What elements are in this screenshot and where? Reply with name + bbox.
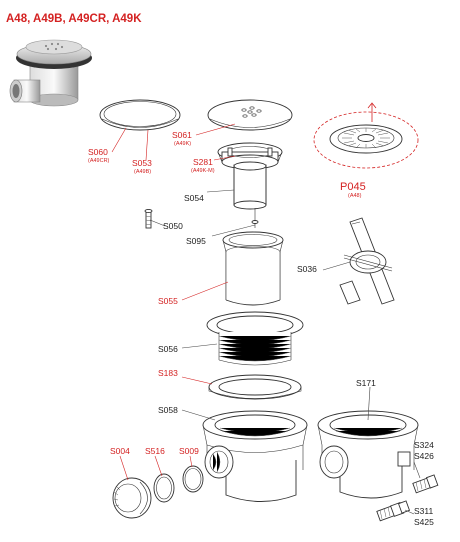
drain-body-s058 [202, 410, 308, 502]
label-s060: S060 [88, 147, 108, 157]
gasket-ring-s183 [208, 374, 302, 400]
screw-s095 [251, 208, 259, 228]
label-s053: S053 [132, 158, 152, 168]
sublabel-p045: (A48) [348, 193, 362, 199]
fitting-s311 [376, 500, 411, 522]
drain-body-s171 [317, 410, 419, 499]
threaded-ring-s056 [206, 311, 304, 366]
fitting-s324 [412, 474, 439, 494]
sublabel-s053: (A49B) [134, 169, 151, 175]
label-s009: S009 [179, 446, 199, 456]
ring-s516 [153, 473, 175, 503]
label-s516: S516 [145, 446, 165, 456]
label-s061: S061 [172, 130, 192, 140]
label-s056: S056 [158, 344, 178, 354]
label-s058: S058 [158, 405, 178, 415]
label-s171: S171 [356, 378, 376, 388]
sublabel-s281: (A49K-M) [191, 168, 215, 174]
nut-s004 [112, 477, 152, 519]
label-s055: S055 [158, 296, 178, 306]
ring-s009 [182, 465, 204, 493]
label-s095: S095 [186, 236, 206, 246]
label-s425: S425 [414, 517, 434, 527]
label-s004: S004 [110, 446, 130, 456]
cover-plate-s060 [99, 99, 181, 131]
label-s036: S036 [297, 264, 317, 274]
tube-s054 [233, 161, 267, 210]
label-s050: S050 [163, 221, 183, 231]
cover-plate-s061 [207, 99, 293, 131]
label-s281: S281 [193, 157, 213, 167]
sublabel-s061: (A49K) [174, 141, 191, 147]
label-s426: S426 [414, 451, 434, 461]
label-p045: P045 [340, 181, 366, 193]
leader-lines [111, 123, 421, 515]
label-s311: S311 [414, 506, 433, 516]
label-s324: S324 [414, 440, 434, 450]
label-s183: S183 [158, 368, 178, 378]
sleeve-s055 [222, 231, 284, 306]
screw-s050 [144, 208, 153, 229]
grate-p045 [313, 102, 419, 169]
product-title: A48, A49B, A49CR, A49K [6, 13, 142, 25]
part-labels: S060 (A49CR) S053 (A49B) S061 (A49K) S28… [88, 130, 434, 527]
product-photo [9, 39, 92, 107]
label-s054: S054 [184, 193, 204, 203]
sublabel-s060: (A49CR) [88, 158, 110, 164]
bracket-s036 [339, 217, 395, 305]
